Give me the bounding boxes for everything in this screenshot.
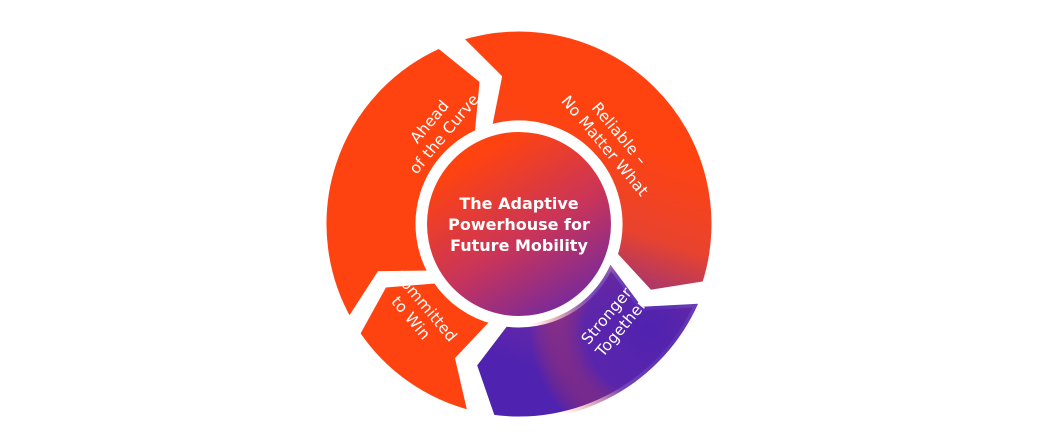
center-title-line-1: The Adaptive [459,194,578,213]
center-title-line-3: Future Mobility [450,236,588,255]
center-title-line-2: Powerhouse for [448,215,590,234]
center-circle [427,132,611,316]
segment-reliable-no-matter-what [451,24,719,298]
